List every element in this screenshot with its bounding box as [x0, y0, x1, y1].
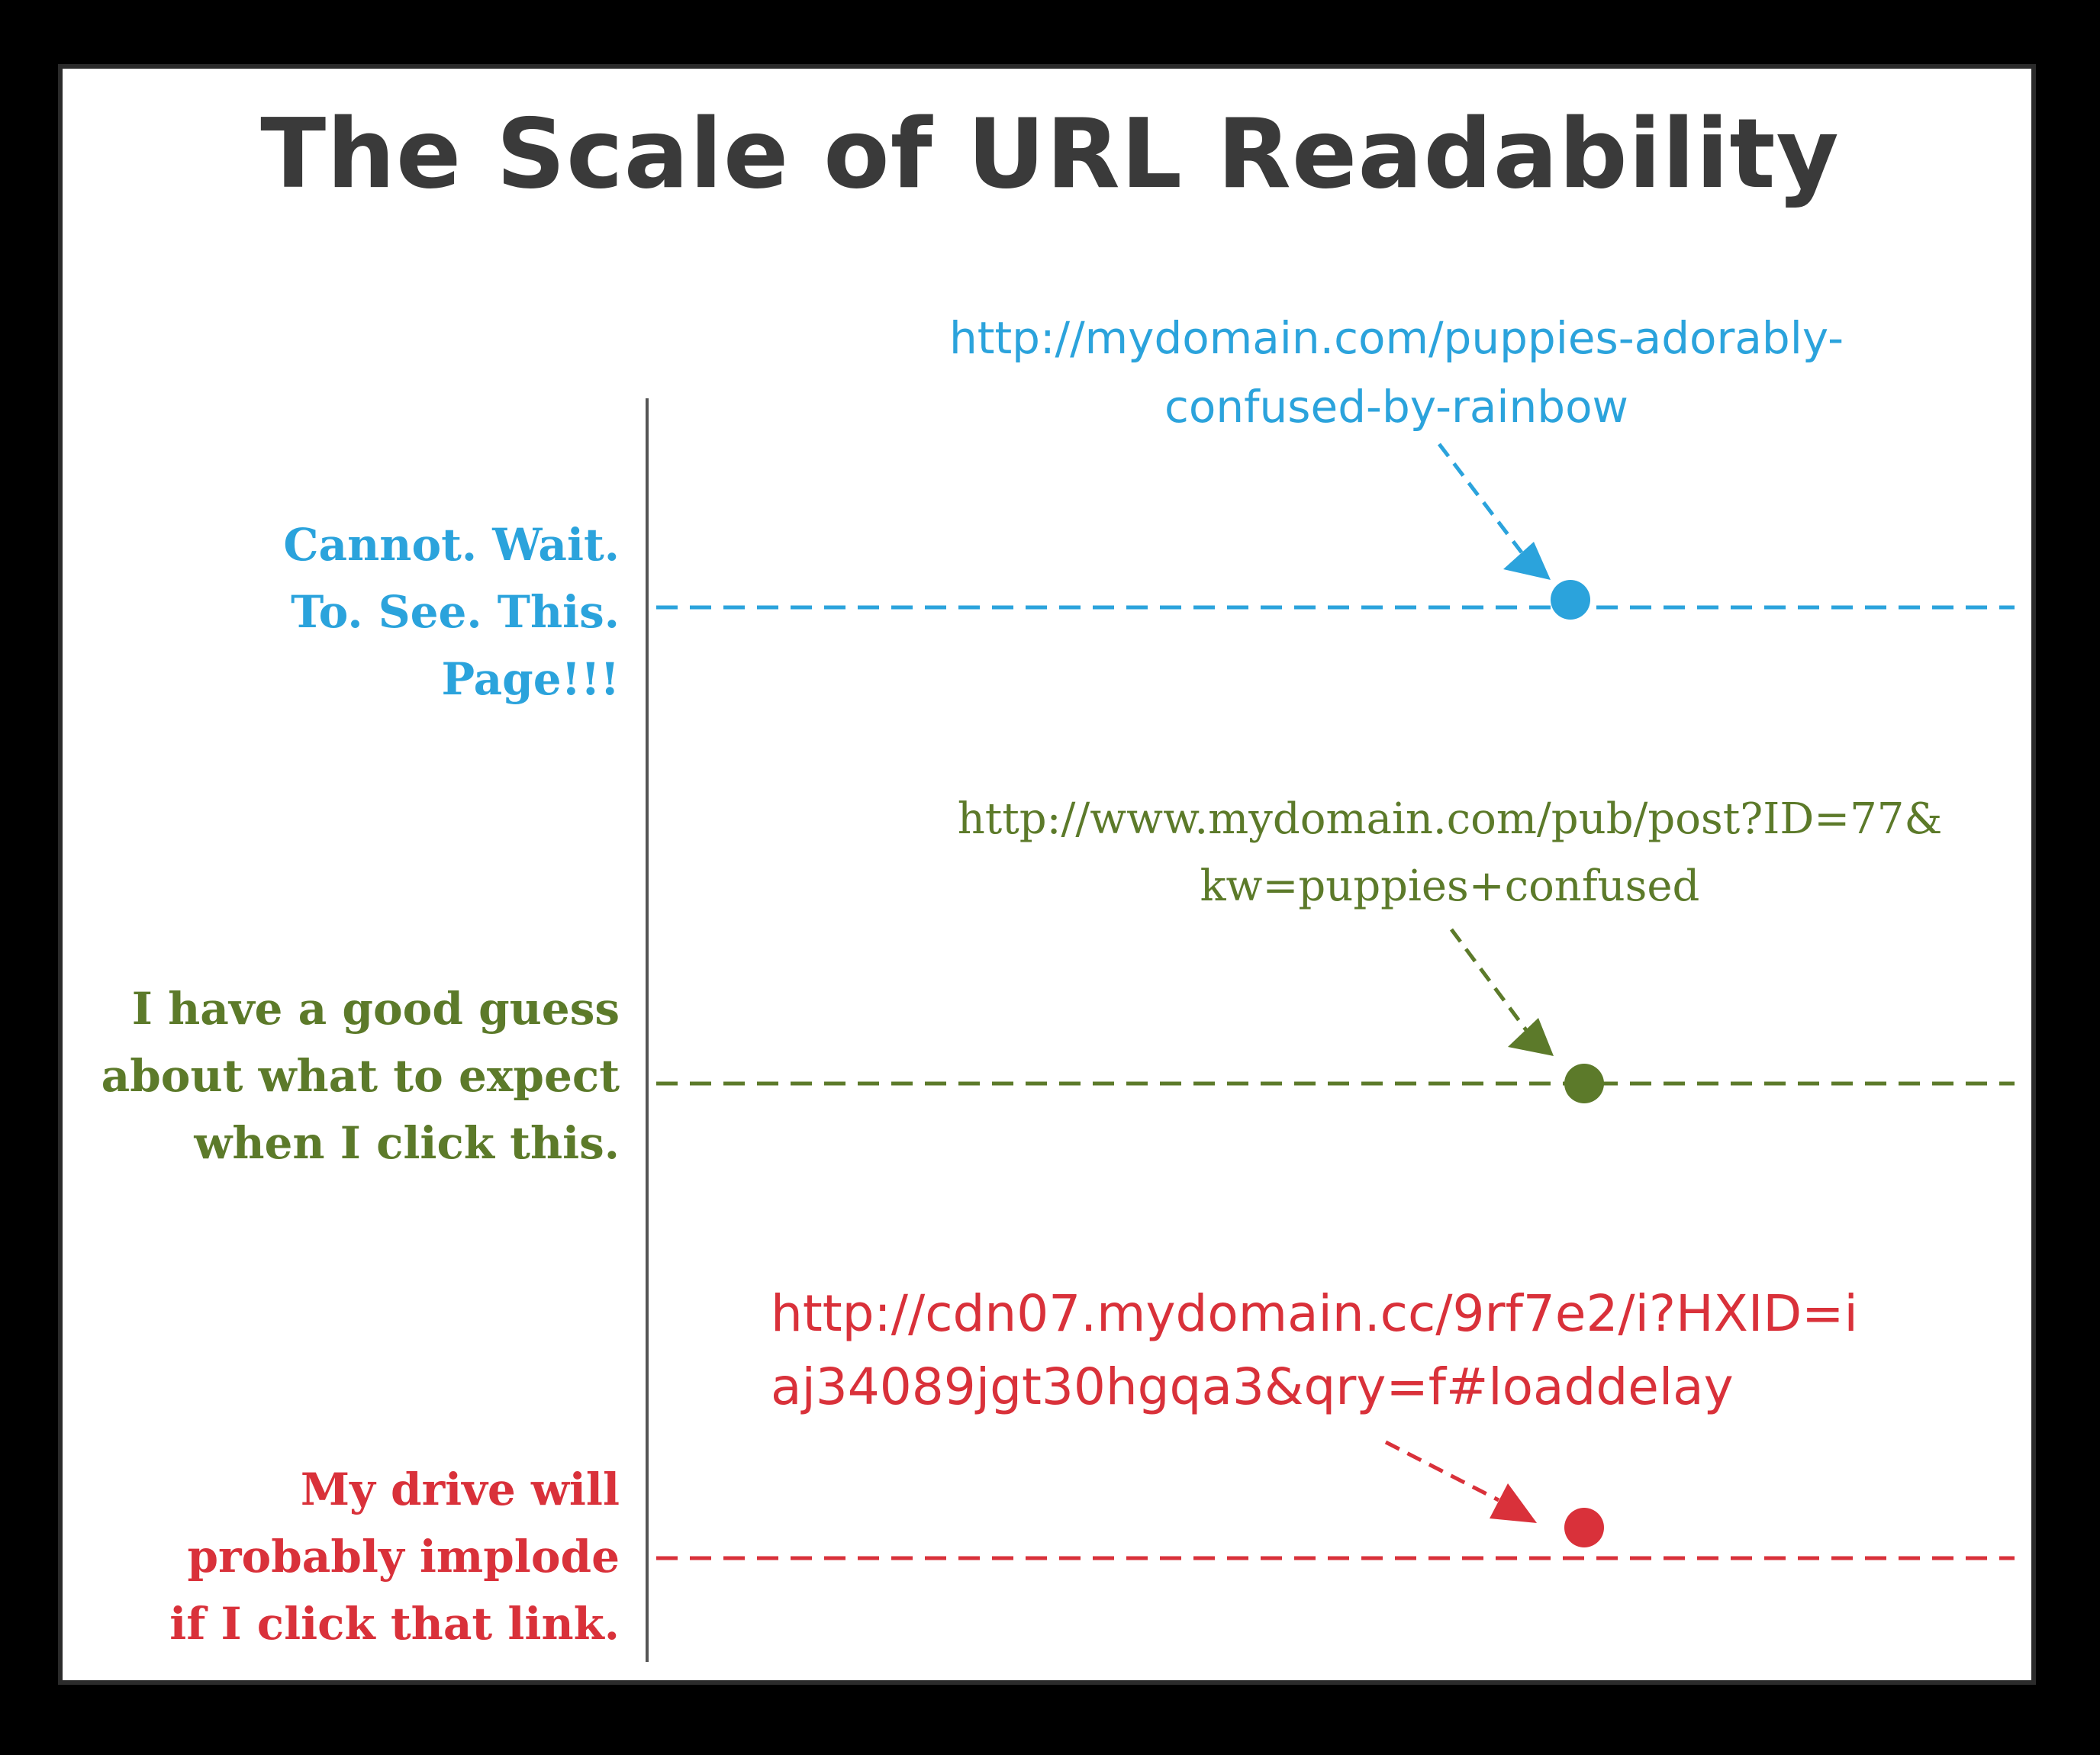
level-row-1: [656, 443, 2015, 620]
level-3-label-line-1: My drive will: [300, 1464, 620, 1515]
level-1-arrow-shaft: [1438, 443, 1523, 554]
level-3-url-line-2: aj34089jgt30hgqa3&qry=f#loaddelay: [771, 1357, 1734, 1416]
level-3-arrow-shaft: [1384, 1440, 1500, 1502]
level-row-2: [656, 928, 2015, 1103]
level-3-arrowhead-icon: [1490, 1483, 1537, 1523]
level-1-url: http://mydomain.com/puppies-adorably- co…: [809, 304, 1984, 441]
level-1-marker-dot: [1551, 580, 1590, 620]
level-1-label-line-2: To. See. This.: [291, 586, 620, 638]
level-1-label: Cannot. Wait. To. See. This. Page!!!: [283, 511, 620, 713]
page-title: The Scale of URL Readability: [260, 98, 1840, 210]
level-2-url-line-1: http://www.mydomain.com/pub/post?ID=77&: [957, 794, 1943, 844]
level-1-label-line-3: Page!!!: [441, 653, 620, 705]
level-2-arrowhead-icon: [1508, 1018, 1554, 1056]
level-3-url: http://cdn07.mydomain.cc/9rf7e2/i?HXID=i…: [771, 1277, 2015, 1424]
level-2-label-line-2: about what to expect: [101, 1050, 620, 1102]
level-3-marker-dot: [1564, 1508, 1604, 1547]
level-2-label-line-1: I have a good guess: [131, 983, 620, 1035]
level-3-label-line-3: if I click that link.: [169, 1598, 620, 1650]
level-1-arrowhead-icon: [1503, 542, 1551, 580]
level-3-url-line-1: http://cdn07.mydomain.cc/9rf7e2/i?HXID=i: [771, 1284, 1858, 1343]
level-2-arrow-shaft: [1449, 928, 1528, 1032]
level-2-label: I have a good guess about what to expect…: [101, 975, 620, 1177]
level-2-url-line-2: kw=puppies+confused: [1200, 861, 1700, 911]
level-1-url-line-1: http://mydomain.com/puppies-adorably-: [949, 312, 1844, 364]
infographic-card: [58, 64, 2036, 1685]
level-2-url: http://www.mydomain.com/pub/post?ID=77& …: [855, 786, 2045, 920]
level-1-label-line-1: Cannot. Wait.: [283, 519, 620, 571]
level-3-label: My drive will probably implode if I clic…: [169, 1456, 620, 1657]
level-3-label-line-2: probably implode: [187, 1531, 620, 1583]
level-2-label-line-3: when I click this.: [194, 1117, 620, 1169]
level-row-3: [656, 1440, 2015, 1560]
level-1-url-line-2: confused-by-rainbow: [1164, 381, 1628, 433]
level-2-marker-dot: [1564, 1064, 1604, 1103]
